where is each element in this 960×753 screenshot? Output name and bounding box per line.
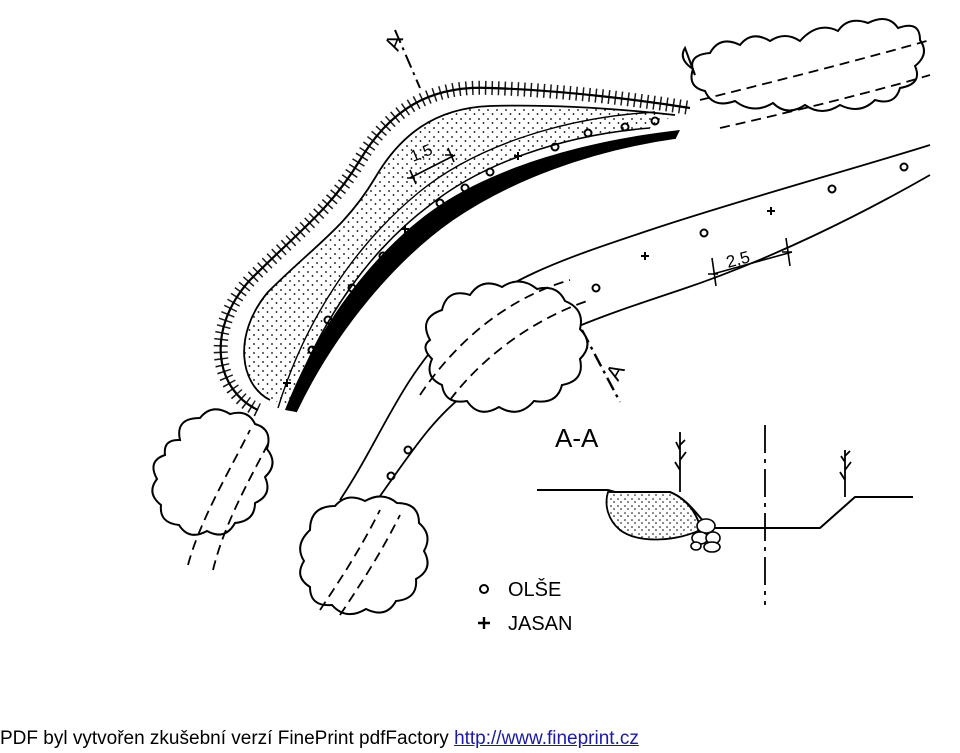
dimension-large: 2,5 xyxy=(708,237,793,287)
dark-strip xyxy=(285,130,680,412)
legend-item-olse: OLŠE xyxy=(479,578,561,601)
dashed-paths xyxy=(187,39,931,616)
section-fill xyxy=(605,491,701,541)
section-mark-top: A xyxy=(379,29,421,89)
legend-item-jasan: JASAN xyxy=(478,613,572,635)
section-mark-top-label: A xyxy=(379,31,408,54)
plus-icon xyxy=(478,617,490,629)
cross-section: A-A xyxy=(537,423,913,605)
tree-canopy-middle xyxy=(424,280,589,413)
section-stones xyxy=(690,518,721,553)
footer-link[interactable]: http://www.fineprint.cz xyxy=(454,728,639,749)
tree-symbols-lower xyxy=(386,162,909,481)
technical-drawing: 1,5 A A 2,5 xyxy=(151,18,931,635)
section-mark-bottom: A xyxy=(580,329,630,403)
lower-path xyxy=(339,144,931,511)
embankment-outer-edge xyxy=(219,86,691,411)
section-mark-bottom-label: A xyxy=(601,359,630,384)
section-tree-left xyxy=(674,432,687,492)
tree-canopy-bottom-center xyxy=(299,495,429,616)
circle-icon xyxy=(479,584,489,594)
footer-text: PDF byl vytvořen zkušební verzí FinePrin… xyxy=(0,728,449,749)
legend: OLŠE JASAN xyxy=(478,578,572,635)
tree-canopies xyxy=(151,18,925,616)
tree-canopy-top-right xyxy=(681,18,925,112)
upper-path xyxy=(277,111,680,413)
legend-label-olse: OLŠE xyxy=(508,578,561,601)
tree-canopy-bottom-left xyxy=(151,408,274,536)
section-title: A-A xyxy=(555,423,599,453)
section-tree-right xyxy=(839,450,852,497)
footer-watermark: PDF byl vytvořen zkušební verzí FinePrin… xyxy=(0,727,960,751)
legend-label-jasan: JASAN xyxy=(508,613,572,635)
dimension-large-label: 2,5 xyxy=(724,247,752,271)
tree-symbols-upper xyxy=(283,116,660,387)
